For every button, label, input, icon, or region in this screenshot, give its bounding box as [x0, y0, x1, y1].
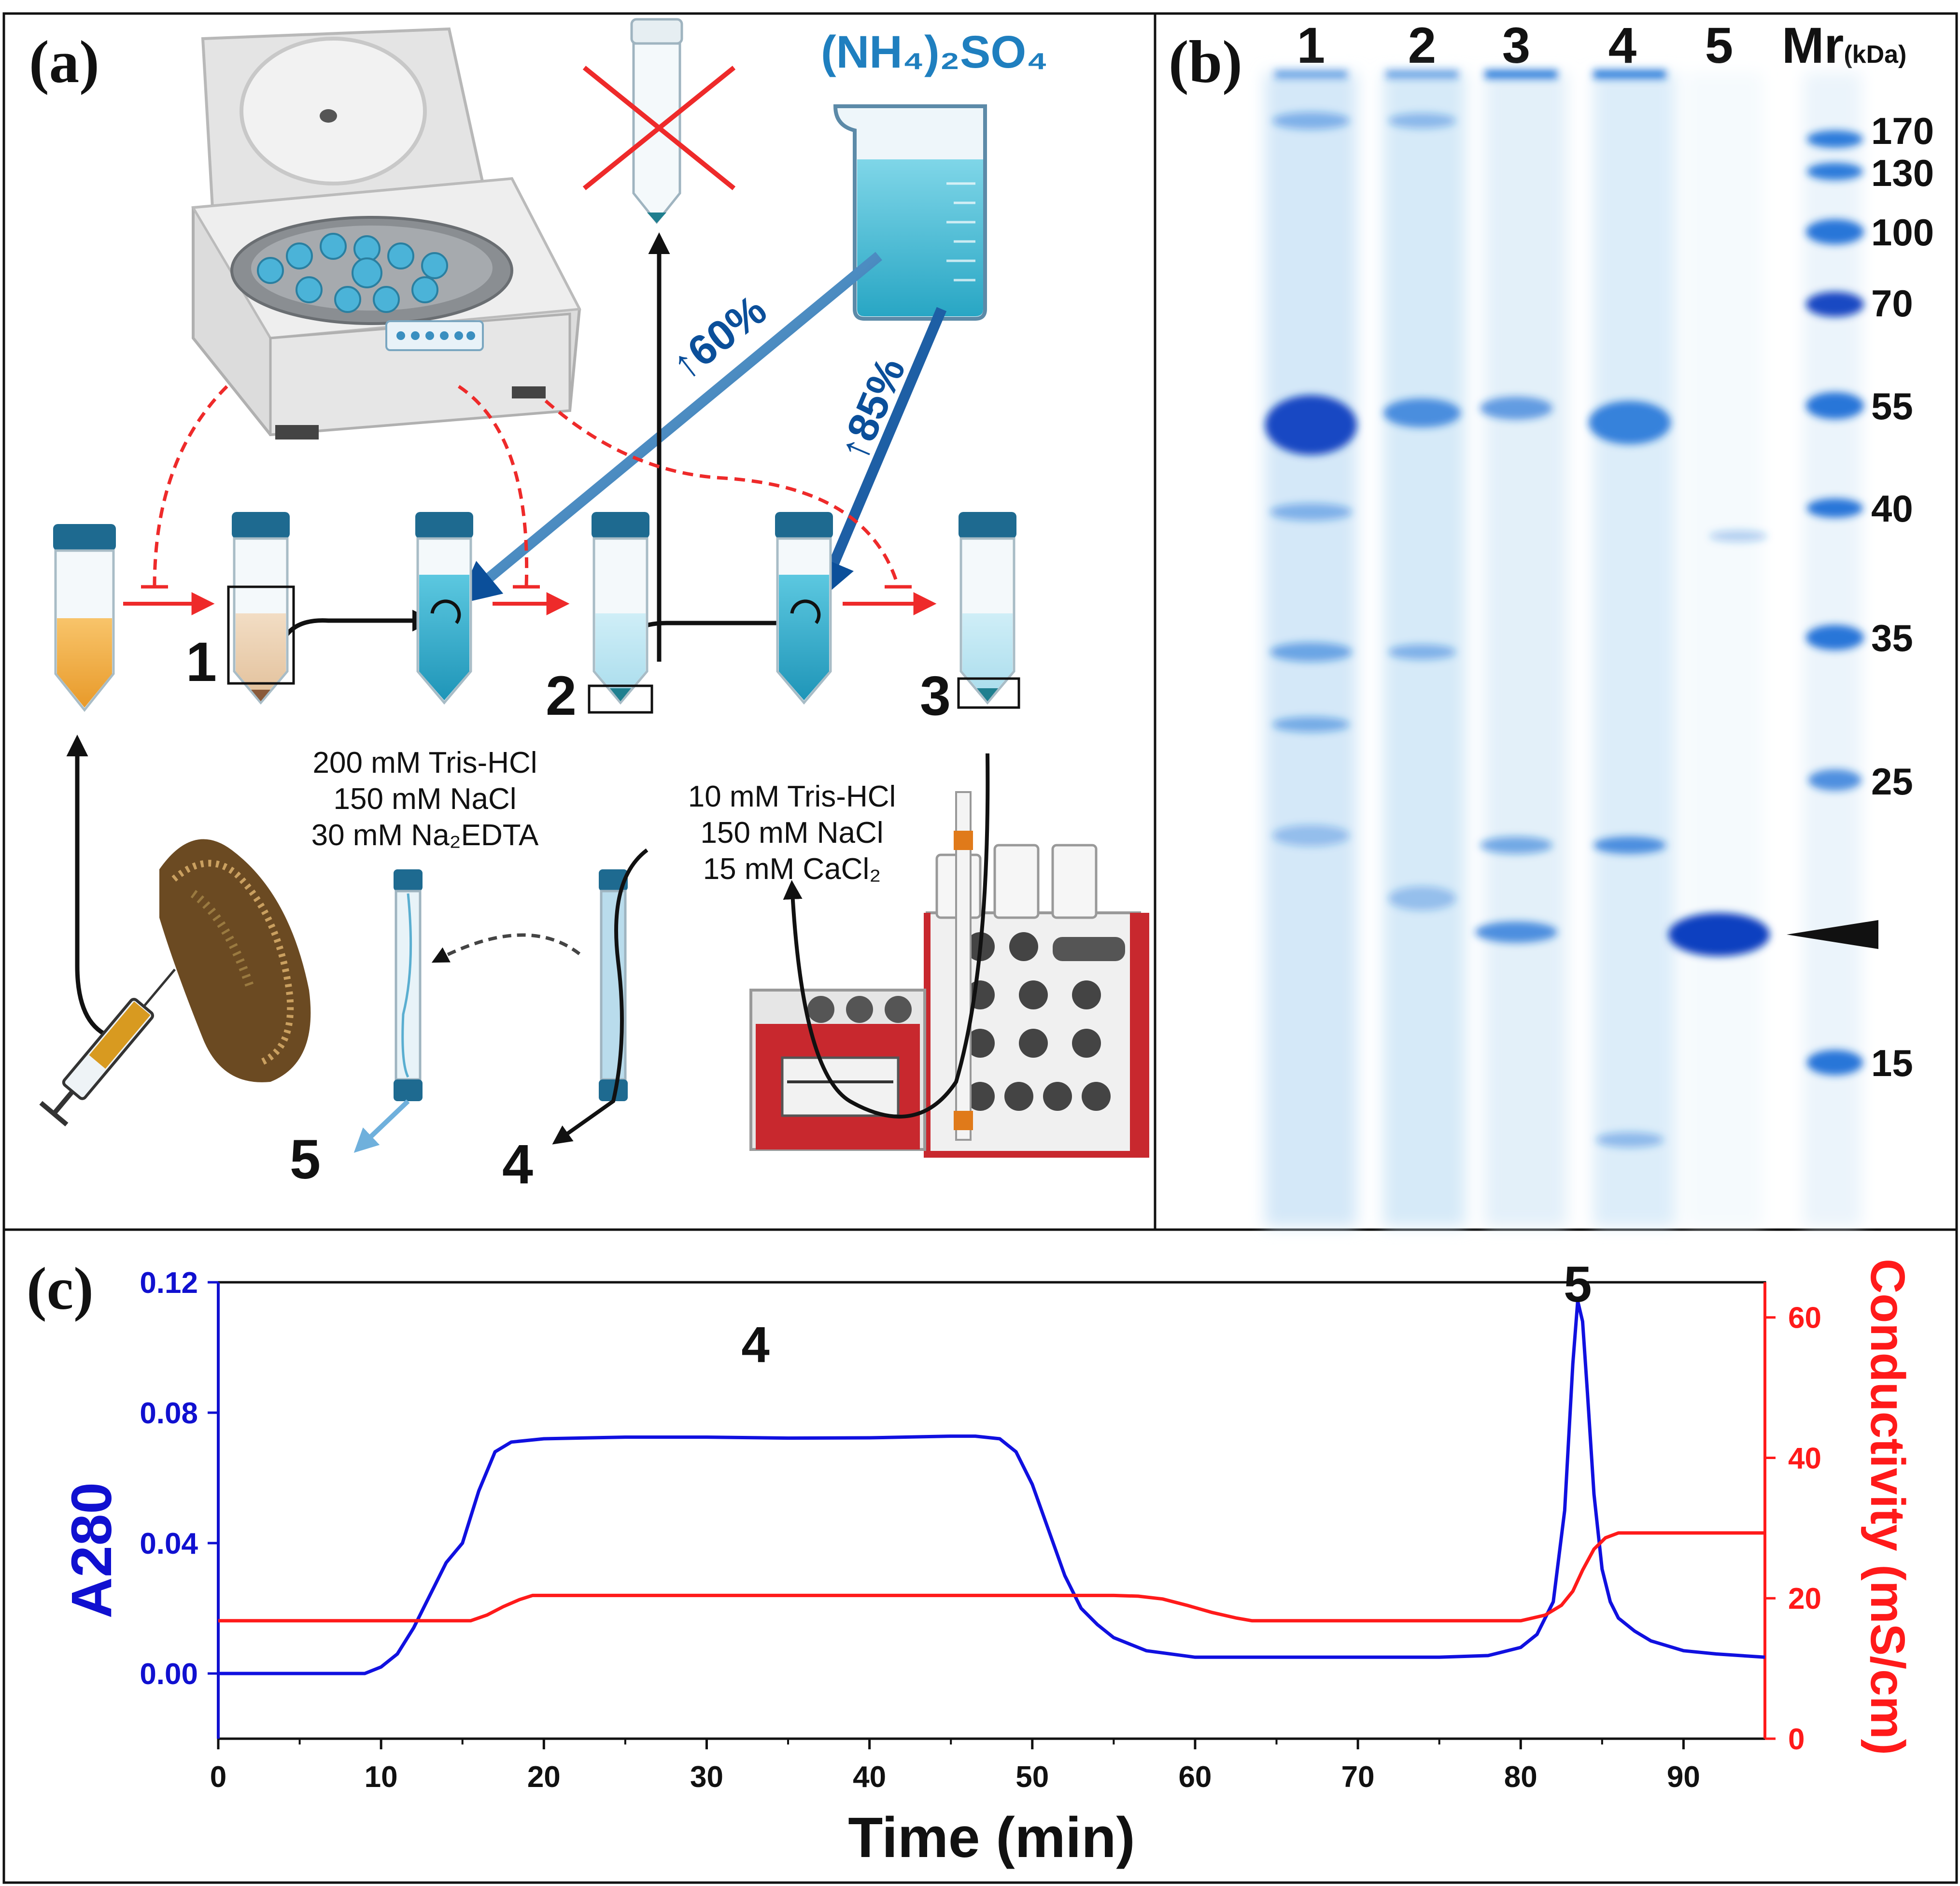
arrow-column-transfer [431, 933, 581, 963]
band-pointer-arrowhead [1787, 920, 1878, 949]
marker-170: 170 [1871, 110, 1934, 152]
buffer2-line2: 150 mM NaCl [701, 816, 884, 850]
arrow-85-percent [814, 307, 947, 602]
marker-ladder [1806, 130, 1864, 1075]
centrifuge-illustration [191, 27, 581, 440]
y-left-tick-label: 0.08 [140, 1397, 198, 1430]
panel-a-label: (a) [29, 29, 99, 96]
marker-15: 15 [1871, 1042, 1913, 1084]
marker-70: 70 [1871, 282, 1913, 325]
marker-25: 25 [1871, 760, 1913, 803]
y-left-tick-label: 0.04 [140, 1527, 198, 1560]
column-binding [599, 869, 628, 1101]
mr-label: Mr(kDa) [1782, 17, 1906, 74]
x-tick-label: 50 [1015, 1760, 1049, 1794]
tube-mixing-1 [415, 512, 473, 705]
gel-bands [1265, 70, 1770, 1148]
panel-c-frame [2, 1228, 1958, 1884]
x-tick-label: 20 [527, 1760, 561, 1794]
fplc-system-illustration [749, 791, 1149, 1158]
buffer-binding: 10 mM Tris-HCl 150 mM NaCl 15 mM CaCl₂ [688, 780, 896, 886]
y-right-tick-label: 0 [1788, 1723, 1805, 1756]
buffer2-line1: 10 mM Tris-HCl [688, 780, 896, 813]
lane-headers: 1 2 3 4 5 [1297, 17, 1733, 74]
fraction-label-2: 2 [546, 665, 577, 727]
gel-lane-4 [1593, 72, 1676, 1227]
column-elution [394, 869, 423, 1101]
marker-labels: 170 130 100 70 55 40 35 25 15 [1871, 110, 1934, 1084]
lane-header-3: 3 [1502, 17, 1530, 74]
peak-label-5: 5 [1564, 1256, 1592, 1313]
lane-header-2: 2 [1408, 17, 1436, 74]
reagent-label: (NH₄)₂SO₄ [821, 27, 1048, 78]
arrow-fplc-loop [783, 753, 990, 1119]
panel-b: (b) 1 2 3 4 5 Mr(kDa) [1169, 17, 1934, 1227]
fraction-label-5: 5 [290, 1129, 321, 1191]
x-tick-label: 0 [210, 1760, 226, 1794]
mr-label-text: Mr [1782, 17, 1844, 74]
y-right-tick-label: 40 [1788, 1442, 1821, 1475]
x-tick-label: 30 [690, 1760, 723, 1794]
y-right-tick-label: 60 [1788, 1302, 1821, 1335]
y-left-tick-label: 0.00 [140, 1658, 198, 1691]
syringe-illustration [39, 968, 176, 1127]
peak-label-4: 4 [741, 1317, 769, 1373]
centrifuge-dashed-lines [153, 385, 900, 587]
panel-b-label: (b) [1169, 29, 1242, 96]
arrow-elution-out [353, 1099, 410, 1153]
panel-a: (a) (NH₄)₂SO₄ [29, 18, 1149, 1195]
buffer-elution: 200 mM Tris-HCl 150 mM NaCl 30 mM Na₂EDT… [311, 746, 539, 852]
x-tick-label: 10 [365, 1760, 398, 1794]
x-tick-label: 90 [1667, 1760, 1700, 1794]
x-tick-label: 40 [853, 1760, 886, 1794]
tube-lysate [53, 524, 116, 712]
gel-lane-3 [1485, 72, 1567, 1227]
gel-lane-5 [1685, 72, 1763, 1227]
fraction-label-3: 3 [920, 665, 951, 727]
arrow-60-percent [457, 252, 883, 605]
tube-mixing-2 [775, 512, 833, 705]
sea-urchin-illustration [159, 839, 311, 1082]
tube-fraction-1 [227, 512, 295, 705]
marker-35: 35 [1871, 617, 1913, 659]
arrow-loading-line [552, 848, 649, 1145]
x-tick-label: 70 [1341, 1760, 1375, 1794]
panel-c-label: (c) [27, 1256, 94, 1322]
buffer1-line3: 30 mM Na₂EDTA [311, 819, 539, 852]
y-left-tick-label: 0.12 [140, 1266, 198, 1300]
buffer2-line3: 15 mM CaCl₂ [703, 852, 881, 886]
mr-unit-text: (kDa) [1844, 41, 1906, 69]
marker-55: 55 [1871, 385, 1913, 427]
chromatogram-chart: 0 10 20 30 40 50 60 70 80 90 0.00 0.04 0.08 0.12 0 20 40… [60, 1256, 1915, 1870]
fraction-label-1: 1 [186, 631, 217, 693]
series-a280-line [218, 1299, 1765, 1675]
y-right-tick-label: 20 [1788, 1582, 1821, 1616]
series-conductivity-line [218, 1531, 1765, 1623]
marker-100: 100 [1871, 211, 1934, 254]
y-left-axis-label: A280 [60, 1482, 124, 1618]
fraction-label-4: 4 [502, 1134, 533, 1195]
marker-130: 130 [1871, 152, 1934, 194]
y-right-axis-label: Conductivity (mS/cm) [1861, 1259, 1915, 1755]
tube-fraction-3 [957, 512, 1020, 709]
beaker-illustration [833, 104, 987, 321]
buffer1-line2: 150 mM NaCl [334, 782, 517, 816]
lane-header-4: 4 [1608, 17, 1636, 74]
lane-header-5: 5 [1705, 17, 1733, 74]
x-tick-label: 80 [1504, 1760, 1537, 1794]
lane-header-1: 1 [1297, 17, 1325, 74]
tube-fraction-2 [588, 512, 653, 714]
discarded-supernatant-tube [582, 18, 736, 225]
x-tick-label: 60 [1178, 1760, 1212, 1794]
x-axis-label: Time (min) [848, 1806, 1135, 1870]
marker-40: 40 [1871, 487, 1913, 530]
buffer1-line1: 200 mM Tris-HCl [312, 746, 537, 780]
